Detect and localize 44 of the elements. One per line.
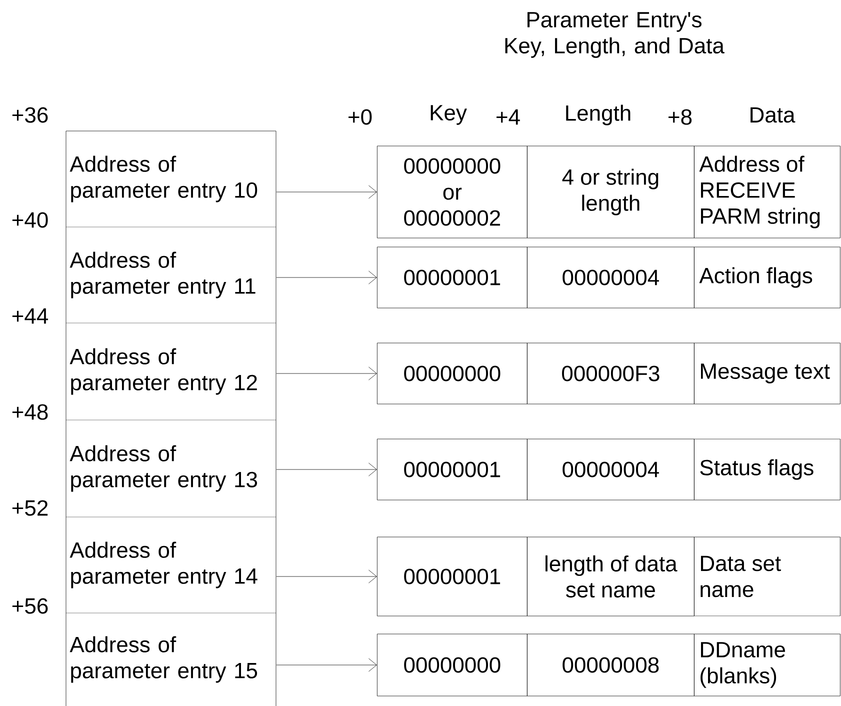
offset-label: +0 — [348, 109, 372, 125]
table-cell: 00000008 — [527, 634, 694, 696]
arrow — [276, 462, 377, 476]
table-cell: 00000000 or 00000002 — [377, 146, 528, 238]
table-cell: 000000F3 — [527, 342, 694, 404]
offset-label: +36 — [12, 107, 48, 123]
table-cell: Message text — [694, 342, 840, 404]
table-cell: DDname (blanks) — [694, 634, 840, 696]
table-cell: 00000001 — [377, 536, 528, 616]
table-cell: 00000001 — [377, 246, 528, 308]
table-cell: 4 or string length — [527, 146, 694, 238]
address-entry: Address of parameter entry 12 — [70, 348, 257, 395]
table-cell: 00000000 — [377, 634, 528, 696]
column-header: Length — [566, 104, 630, 126]
table-cell: Address of RECEIVE PARM string — [694, 146, 840, 238]
table-cell: Action flags — [694, 246, 840, 308]
offset-label: +44 — [12, 308, 48, 324]
offset-label: +52 — [12, 500, 48, 516]
address-entry: Address of parameter entry 13 — [70, 445, 258, 492]
arrow — [276, 658, 377, 672]
memory-column — [66, 130, 276, 706]
column-header: Key — [430, 105, 467, 125]
title: Parameter Entry's Key, Length, and Data — [505, 12, 724, 58]
arrow — [276, 185, 377, 199]
arrow — [276, 270, 377, 284]
address-entry: Address of parameter entry 11 — [70, 252, 256, 298]
column-header: Data — [750, 107, 796, 123]
table-cell: 00000000 — [377, 342, 528, 404]
offset-label: +8 — [668, 109, 692, 125]
table-cell: 00000001 — [377, 438, 528, 500]
address-entry: Address of parameter entry 10 — [70, 156, 258, 202]
table-cell: Data set name — [694, 536, 840, 616]
table-cell: length of data set name — [527, 536, 694, 616]
address-entry: Address of parameter entry 15 — [70, 636, 258, 683]
address-entry: Address of parameter entry 14 — [70, 542, 258, 588]
table-cell: Status flags — [694, 438, 840, 500]
arrow — [276, 366, 377, 380]
offset-label: +56 — [12, 598, 48, 614]
offset-label: +48 — [12, 404, 48, 420]
offset-label: +40 — [12, 212, 48, 228]
offset-label: +4 — [496, 109, 520, 125]
arrow — [276, 570, 377, 584]
table-cell: 00000004 — [527, 246, 694, 308]
table-cell: 00000004 — [527, 438, 694, 500]
